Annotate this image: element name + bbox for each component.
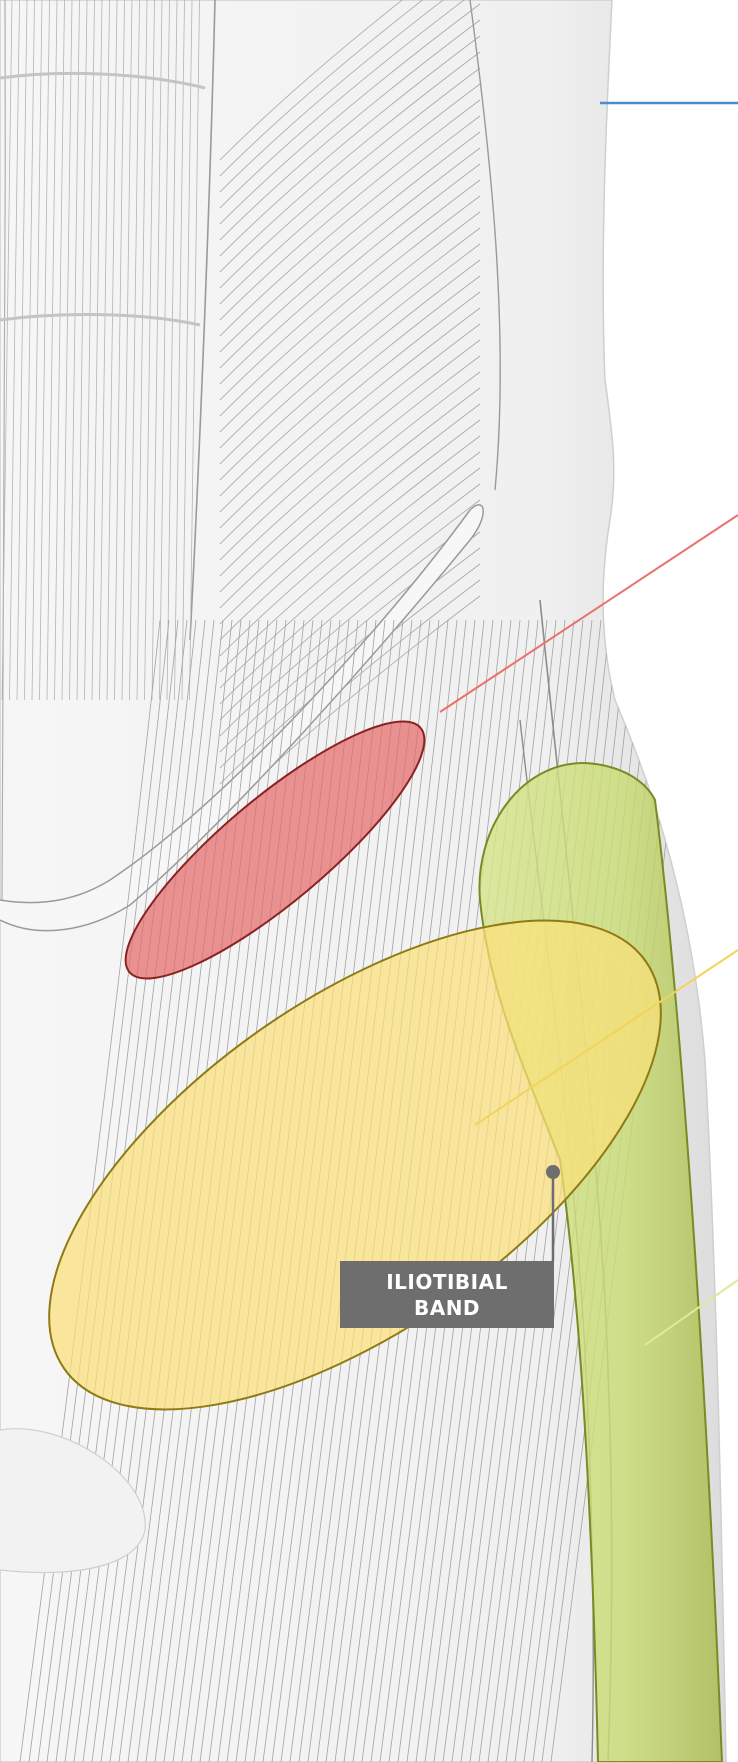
iliotibial-band-label: ILIOTIBIAL BAND	[340, 1261, 554, 1328]
label-line-1: ILIOTIBIAL	[386, 1269, 508, 1295]
pin-dot-icon	[546, 1165, 560, 1179]
label-line-2: BAND	[414, 1295, 480, 1321]
